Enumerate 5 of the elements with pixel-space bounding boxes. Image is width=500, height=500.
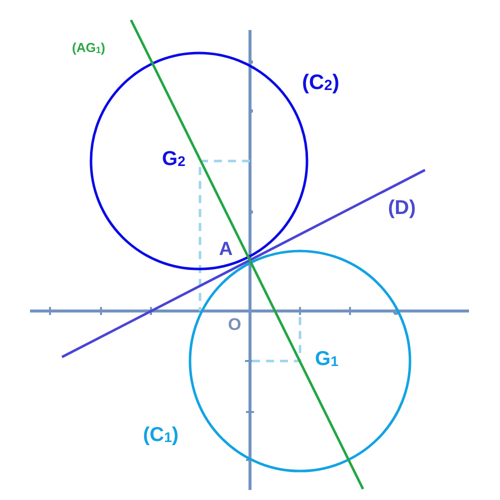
circle-label: (C$_{2}$): [302, 72, 340, 93]
point-label: A: [219, 240, 233, 259]
origin-label: O: [228, 316, 242, 333]
line-label: (AG$_{1}$): [72, 41, 106, 54]
line-label: (D): [388, 198, 416, 218]
